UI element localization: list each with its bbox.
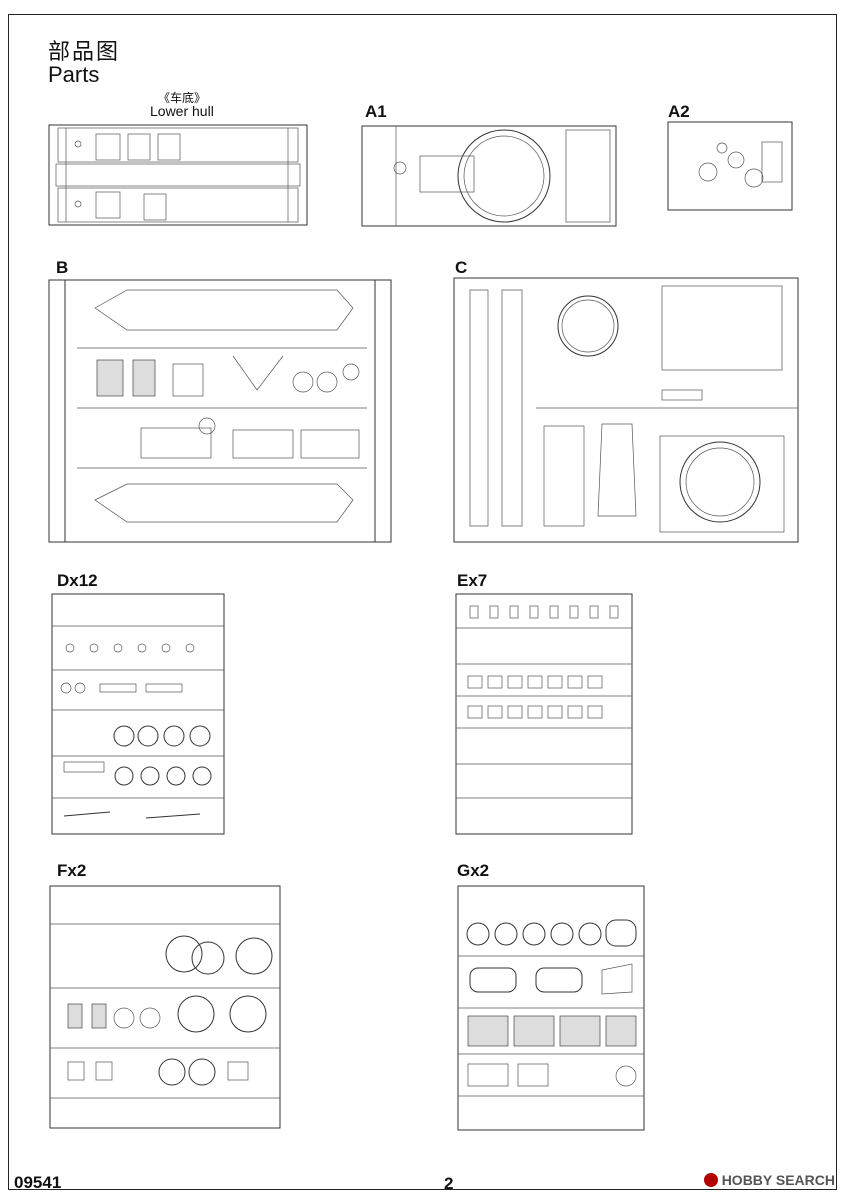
sprue-label-d: Dx12 — [57, 571, 98, 590]
lower-hull-label-cn: 《车底》 — [158, 91, 207, 105]
page-border — [8, 14, 837, 1190]
page-title-cn: 部品图 — [48, 40, 121, 65]
sprue-label-c: C — [455, 258, 468, 277]
lower-hull-label: Lower hull — [150, 103, 214, 119]
sprue-f-drawing — [48, 884, 282, 1130]
sprue-label-f: Fx2 — [57, 861, 87, 880]
sprue-b-drawing — [47, 278, 393, 544]
sprue-e-drawing — [454, 592, 634, 836]
sprue-label-a1: A1 — [365, 102, 387, 121]
product-code: 09541 — [14, 1173, 62, 1192]
brand-name: HOBBY SEARCH — [721, 1172, 835, 1188]
sprue-label-g: Gx2 — [457, 861, 490, 880]
sprue-d-drawing — [50, 592, 226, 836]
sprue-label-b: B — [56, 258, 69, 277]
page-title: Parts — [48, 62, 100, 87]
sprue-label-e: Ex7 — [457, 571, 488, 590]
watermark: HOBBY SEARCH — [703, 1172, 835, 1188]
page-number: 2 — [444, 1174, 454, 1193]
sprue-label-a2: A2 — [668, 102, 690, 121]
sprue-a1-drawing — [360, 124, 618, 228]
sprue-c-drawing — [452, 276, 800, 544]
brand-logo-icon — [703, 1173, 718, 1187]
sprue-a2-drawing — [662, 118, 798, 214]
sprue-g-drawing — [456, 884, 646, 1132]
lower-hull-drawing — [48, 124, 310, 228]
